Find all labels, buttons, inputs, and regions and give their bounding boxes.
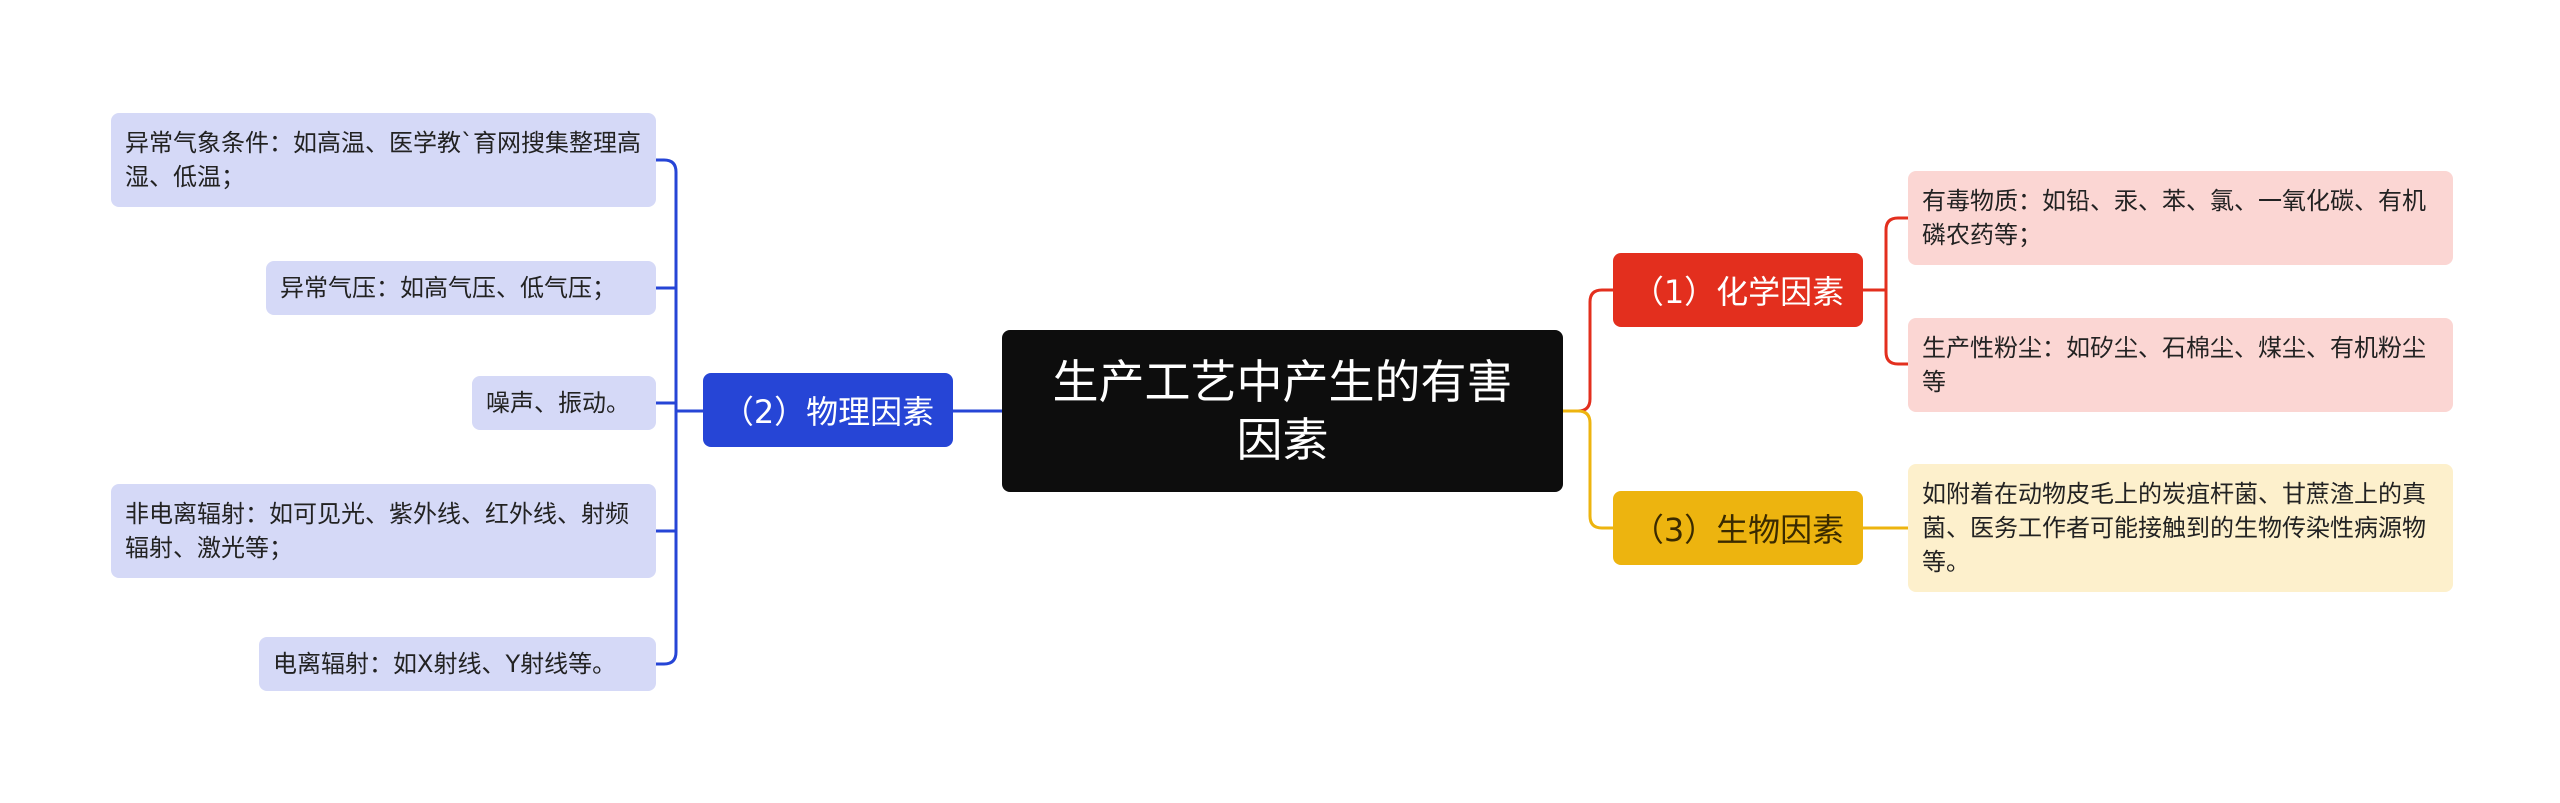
leaf-physical-non-ionizing-radiation[interactable]: 非电离辐射：如可见光、紫外线、红外线、射频辐射、激光等；: [111, 484, 656, 578]
leaf-chemical-productive-dust[interactable]: 生产性粉尘：如矽尘、石棉尘、煤尘、有机粉尘等: [1908, 318, 2453, 412]
leaf-text: 有毒物质：如铅、汞、苯、氯、一氧化碳、有机磷农药等；: [1922, 187, 2426, 249]
leaf-text: 非电离辐射：如可见光、紫外线、红外线、射频辐射、激光等；: [125, 500, 629, 562]
leaf-chemical-toxic-substances[interactable]: 有毒物质：如铅、汞、苯、氯、一氧化碳、有机磷农药等；: [1908, 171, 2453, 265]
connector-root-biological: [1563, 409, 1613, 530]
leaf-text: 异常气象条件：如高温、医学教`育网搜集整理高湿、低温；: [125, 129, 641, 191]
branch-chemical-factors[interactable]: （1）化学因素: [1613, 253, 1863, 327]
leaf-physical-abnormal-pressure[interactable]: 异常气压：如高气压、低气压；: [266, 261, 656, 315]
branch-physical-label: （2）物理因素: [721, 393, 935, 431]
leaf-physical-noise-vibration[interactable]: 噪声、振动。: [472, 376, 656, 430]
branch-biological-label: （3）生物因素: [1631, 511, 1845, 549]
leaf-physical-ionizing-radiation[interactable]: 电离辐射：如X射线、Y射线等。: [259, 637, 656, 691]
leaf-physical-abnormal-weather[interactable]: 异常气象条件：如高温、医学教`育网搜集整理高湿、低温；: [111, 113, 656, 207]
leaf-biological-pathogens[interactable]: 如附着在动物皮毛上的炭疽杆菌、甘蔗渣上的真菌、医务工作者可能接触到的生物传染性病…: [1908, 464, 2453, 592]
leaf-text: 噪声、振动。: [486, 389, 630, 417]
leaf-text: 如附着在动物皮毛上的炭疽杆菌、甘蔗渣上的真菌、医务工作者可能接触到的生物传染性病…: [1922, 480, 2426, 576]
leaf-text: 生产性粉尘：如矽尘、石棉尘、煤尘、有机粉尘等: [1922, 334, 2426, 396]
branch-chemical-label: （1）化学因素: [1631, 273, 1845, 311]
leaf-text: 异常气压：如高气压、低气压；: [280, 274, 616, 302]
leaf-text: 电离辐射：如X射线、Y射线等。: [273, 650, 617, 678]
connector-physical-spine: [656, 158, 703, 666]
root-topic-label: 生产工艺中产生的有害因素: [1052, 355, 1513, 467]
root-topic[interactable]: 生产工艺中产生的有害因素: [1002, 330, 1563, 492]
connector-root-chemical: [1563, 288, 1613, 413]
branch-biological-factors[interactable]: （3）生物因素: [1613, 491, 1863, 565]
branch-physical-factors[interactable]: （2）物理因素: [703, 373, 953, 447]
connector-physical-leaves: [656, 286, 676, 533]
connector-chemical-leaves: [1863, 216, 1908, 366]
